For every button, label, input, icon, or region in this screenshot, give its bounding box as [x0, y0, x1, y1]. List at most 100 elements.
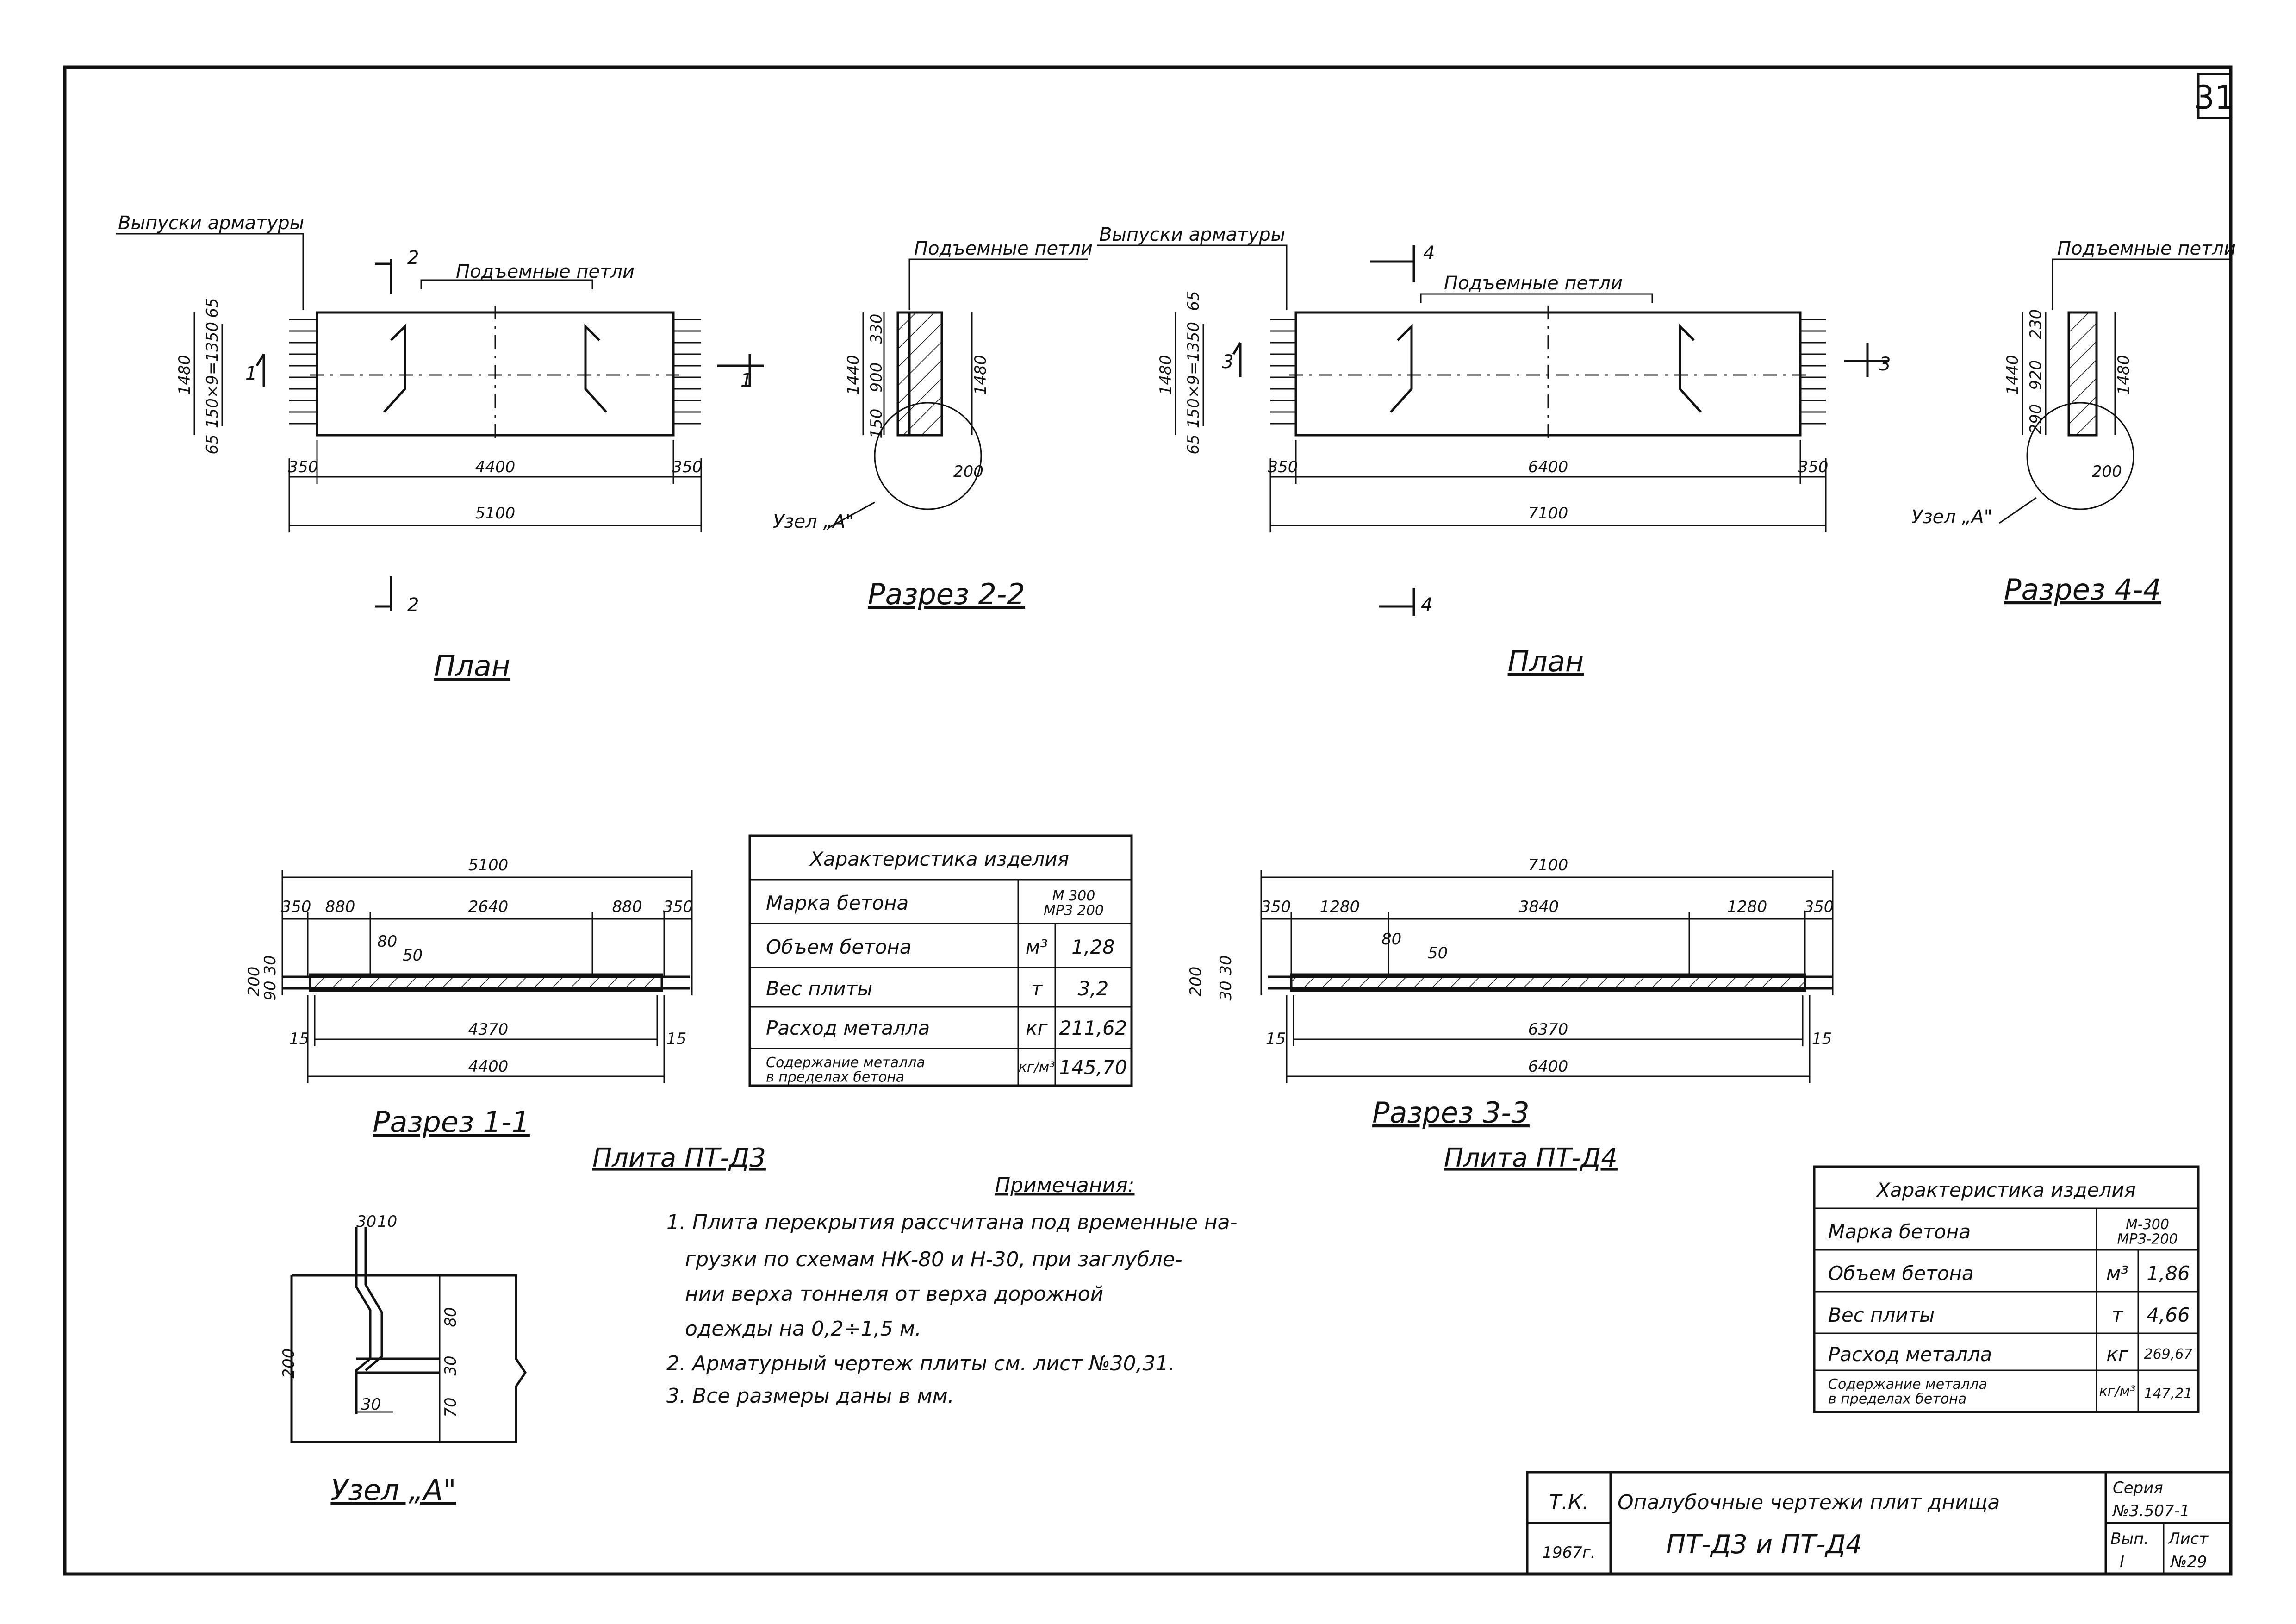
dim-44-a: 230 — [2027, 309, 2045, 339]
dim-edge-top-d4: 65 — [1184, 291, 1203, 311]
node-dim-a: 80 — [442, 1307, 460, 1327]
dim-22-a: 330 — [867, 314, 886, 344]
dim-33-b: 80 — [1381, 930, 1401, 949]
plan-d4-title: План — [1508, 644, 1584, 678]
dim-mid-d4: 6400 — [1528, 458, 1568, 476]
stamp-title-line2: ПТ-Д3 и ПТ-Д4 — [1666, 1530, 1862, 1560]
dim-33-total: 7100 — [1528, 856, 1568, 874]
node-a-detail: 30 10 200 80 30 70 30 Узел „А" — [280, 1212, 527, 1507]
dim-33-e2: 15 — [1812, 1030, 1832, 1048]
table-d4-r2-unit: т — [2112, 1304, 2124, 1326]
notes-line-6: 3. Все размеры даны в мм. — [666, 1384, 954, 1408]
dim-11-e2: 15 — [666, 1030, 686, 1048]
sheet-number: 31 — [2194, 79, 2235, 117]
dim-33-e1: 15 — [1266, 1030, 1286, 1048]
table-d4-r2-value: 4,66 — [2147, 1304, 2190, 1326]
dim-33-s2: 1280 — [1320, 898, 1360, 916]
plan-d3-title: План — [434, 649, 510, 683]
node-dim-c: 70 — [442, 1397, 460, 1417]
dim-end-r-d4: 350 — [1798, 458, 1829, 476]
dim-11-out: 4400 — [468, 1057, 509, 1076]
table-d3-r3-unit: кг — [1026, 1017, 1048, 1039]
table-d3-title: Характеристика изделия — [809, 848, 1069, 870]
sheet-frame — [63, 65, 2233, 1576]
dim-22-h1: 1440 — [844, 355, 863, 395]
cut-mark-1-left: 1 — [245, 363, 257, 384]
stamp-series-label: Серия — [2113, 1479, 2163, 1497]
dim-33-s3: 3840 — [1519, 898, 1559, 916]
notes: Примечания: 1. Плита перекрытия рассчита… — [666, 1174, 1238, 1408]
sheet-number-box — [2197, 73, 2232, 119]
dim-end-r-d3: 350 — [672, 458, 703, 476]
section-4-4: Подъемные петли 1440 230 920 290 1480 20… — [1911, 238, 2236, 606]
stamp-year: 1967г. — [1542, 1543, 1595, 1562]
notes-title: Примечания: — [995, 1174, 1135, 1197]
cut-mark-2-bottom: 2 — [407, 594, 419, 616]
dim-44-c: 290 — [2027, 404, 2045, 434]
stamp-sheet-label: Лист — [2167, 1530, 2209, 1548]
plan-d4: Подъемные петли Выпуски арматуры 4 4 3 3… — [1097, 224, 1891, 678]
section-2-2: Подъемные петли 1440 330 900 150 1480 20… — [773, 238, 1093, 611]
table-d3-r2-unit: т — [1031, 977, 1043, 1000]
table-d4-title: Характеристика изделия — [1876, 1179, 2136, 1201]
table-d3-r0-name: Марка бетона — [766, 892, 908, 914]
dim-44-b: 920 — [2027, 360, 2045, 390]
dim-11-s1: 350 — [281, 898, 311, 916]
label-node-a-22: Узел „А" — [773, 511, 854, 532]
rebar-outlets-right-d3 — [673, 319, 701, 425]
dim-11-h: 200 — [245, 967, 263, 997]
label-rebar-outlets: Выпуски арматуры — [118, 212, 304, 234]
dim-11-total: 5100 — [468, 856, 509, 874]
dim-33-s1: 350 — [1261, 898, 1291, 916]
dim-11-e1: 15 — [289, 1030, 309, 1048]
dim-22-c: 150 — [867, 409, 886, 439]
plan-d3: Подъемные петли Выпуски арматуры 2 2 1 1… — [116, 212, 764, 683]
table-d3-r1-name: Объем бетона — [766, 936, 912, 958]
section-3-3-title: Разрез 3-3 — [1372, 1096, 1530, 1130]
table-d3-r3-name: Расход металла — [766, 1017, 930, 1039]
label-node-a-44: Узел „А" — [1911, 506, 1992, 528]
label-lifting-loops-d4: Подъемные петли — [1444, 273, 1623, 294]
dim-total-d4: 7100 — [1528, 504, 1568, 523]
dim-11-in: 4370 — [468, 1020, 509, 1039]
table-d4-r3-value: 269,67 — [2144, 1346, 2193, 1362]
cut-mark-2-top: 2 — [407, 247, 419, 269]
dim-33-h: 200 — [1187, 967, 1205, 997]
table-d4-r4-value: 147,21 — [2144, 1386, 2193, 1402]
table-d4-r3-name: Расход металла — [1828, 1343, 1992, 1366]
dim-11-c: 90 — [261, 981, 280, 1000]
rebar-outlets-right-d4 — [1800, 319, 1826, 425]
dim-44-h2: 1480 — [2115, 355, 2133, 395]
stamp-title-line1: Опалубочные чертежи плит днища — [1618, 1491, 2000, 1514]
label-rebar-outlets-d4: Выпуски арматуры — [1099, 224, 1285, 245]
dim-edge-top-d3: 65 — [203, 298, 222, 318]
table-d3-r4-unit: кг/м³ — [1019, 1059, 1055, 1075]
table-d4-r1-value: 1,86 — [2147, 1262, 2190, 1285]
dim-inner-d3: 150×9=1350 — [203, 322, 222, 428]
table-d3-r4-value: 145,70 — [1059, 1056, 1127, 1079]
dim-33-c: 30 — [1217, 981, 1235, 1000]
table-d4-r1-unit: м³ — [2106, 1262, 2129, 1285]
dim-11-b: 80 — [377, 932, 397, 951]
dim-33-s4: 1280 — [1727, 898, 1767, 916]
dim-inner-d4: 150×9=1350 — [1184, 322, 1203, 428]
dim-33-in: 6370 — [1528, 1020, 1568, 1039]
table-d3-r2-name: Вес плиты — [766, 977, 872, 1000]
dim-44-h1: 1440 — [2004, 355, 2022, 395]
dim-33-a: 30 — [1217, 955, 1235, 975]
table-d4-r1-name: Объем бетона — [1828, 1262, 1974, 1285]
table-d4-r4-unit: кг/м³ — [2099, 1383, 2136, 1399]
dim-22-w: 200 — [953, 462, 983, 481]
cut-mark-4-top: 4 — [1423, 243, 1435, 264]
section-2-2-title: Разрез 2-2 — [868, 577, 1025, 611]
section-3-3: 7100 350 1280 3840 1280 350 200 30 30 80… — [1187, 856, 1834, 1130]
dim-22-b: 900 — [867, 362, 886, 393]
stamp-sheet-value: №29 — [2170, 1553, 2207, 1571]
table-d3-r1-value: 1,28 — [1071, 936, 1115, 958]
rebar-outlets-left-d4 — [1270, 319, 1296, 425]
dim-33-s5: 350 — [1804, 898, 1834, 916]
table-d4-r2-name: Вес плиты — [1828, 1304, 1935, 1326]
notes-line-1: 1. Плита перекрытия рассчитана под време… — [666, 1211, 1238, 1234]
